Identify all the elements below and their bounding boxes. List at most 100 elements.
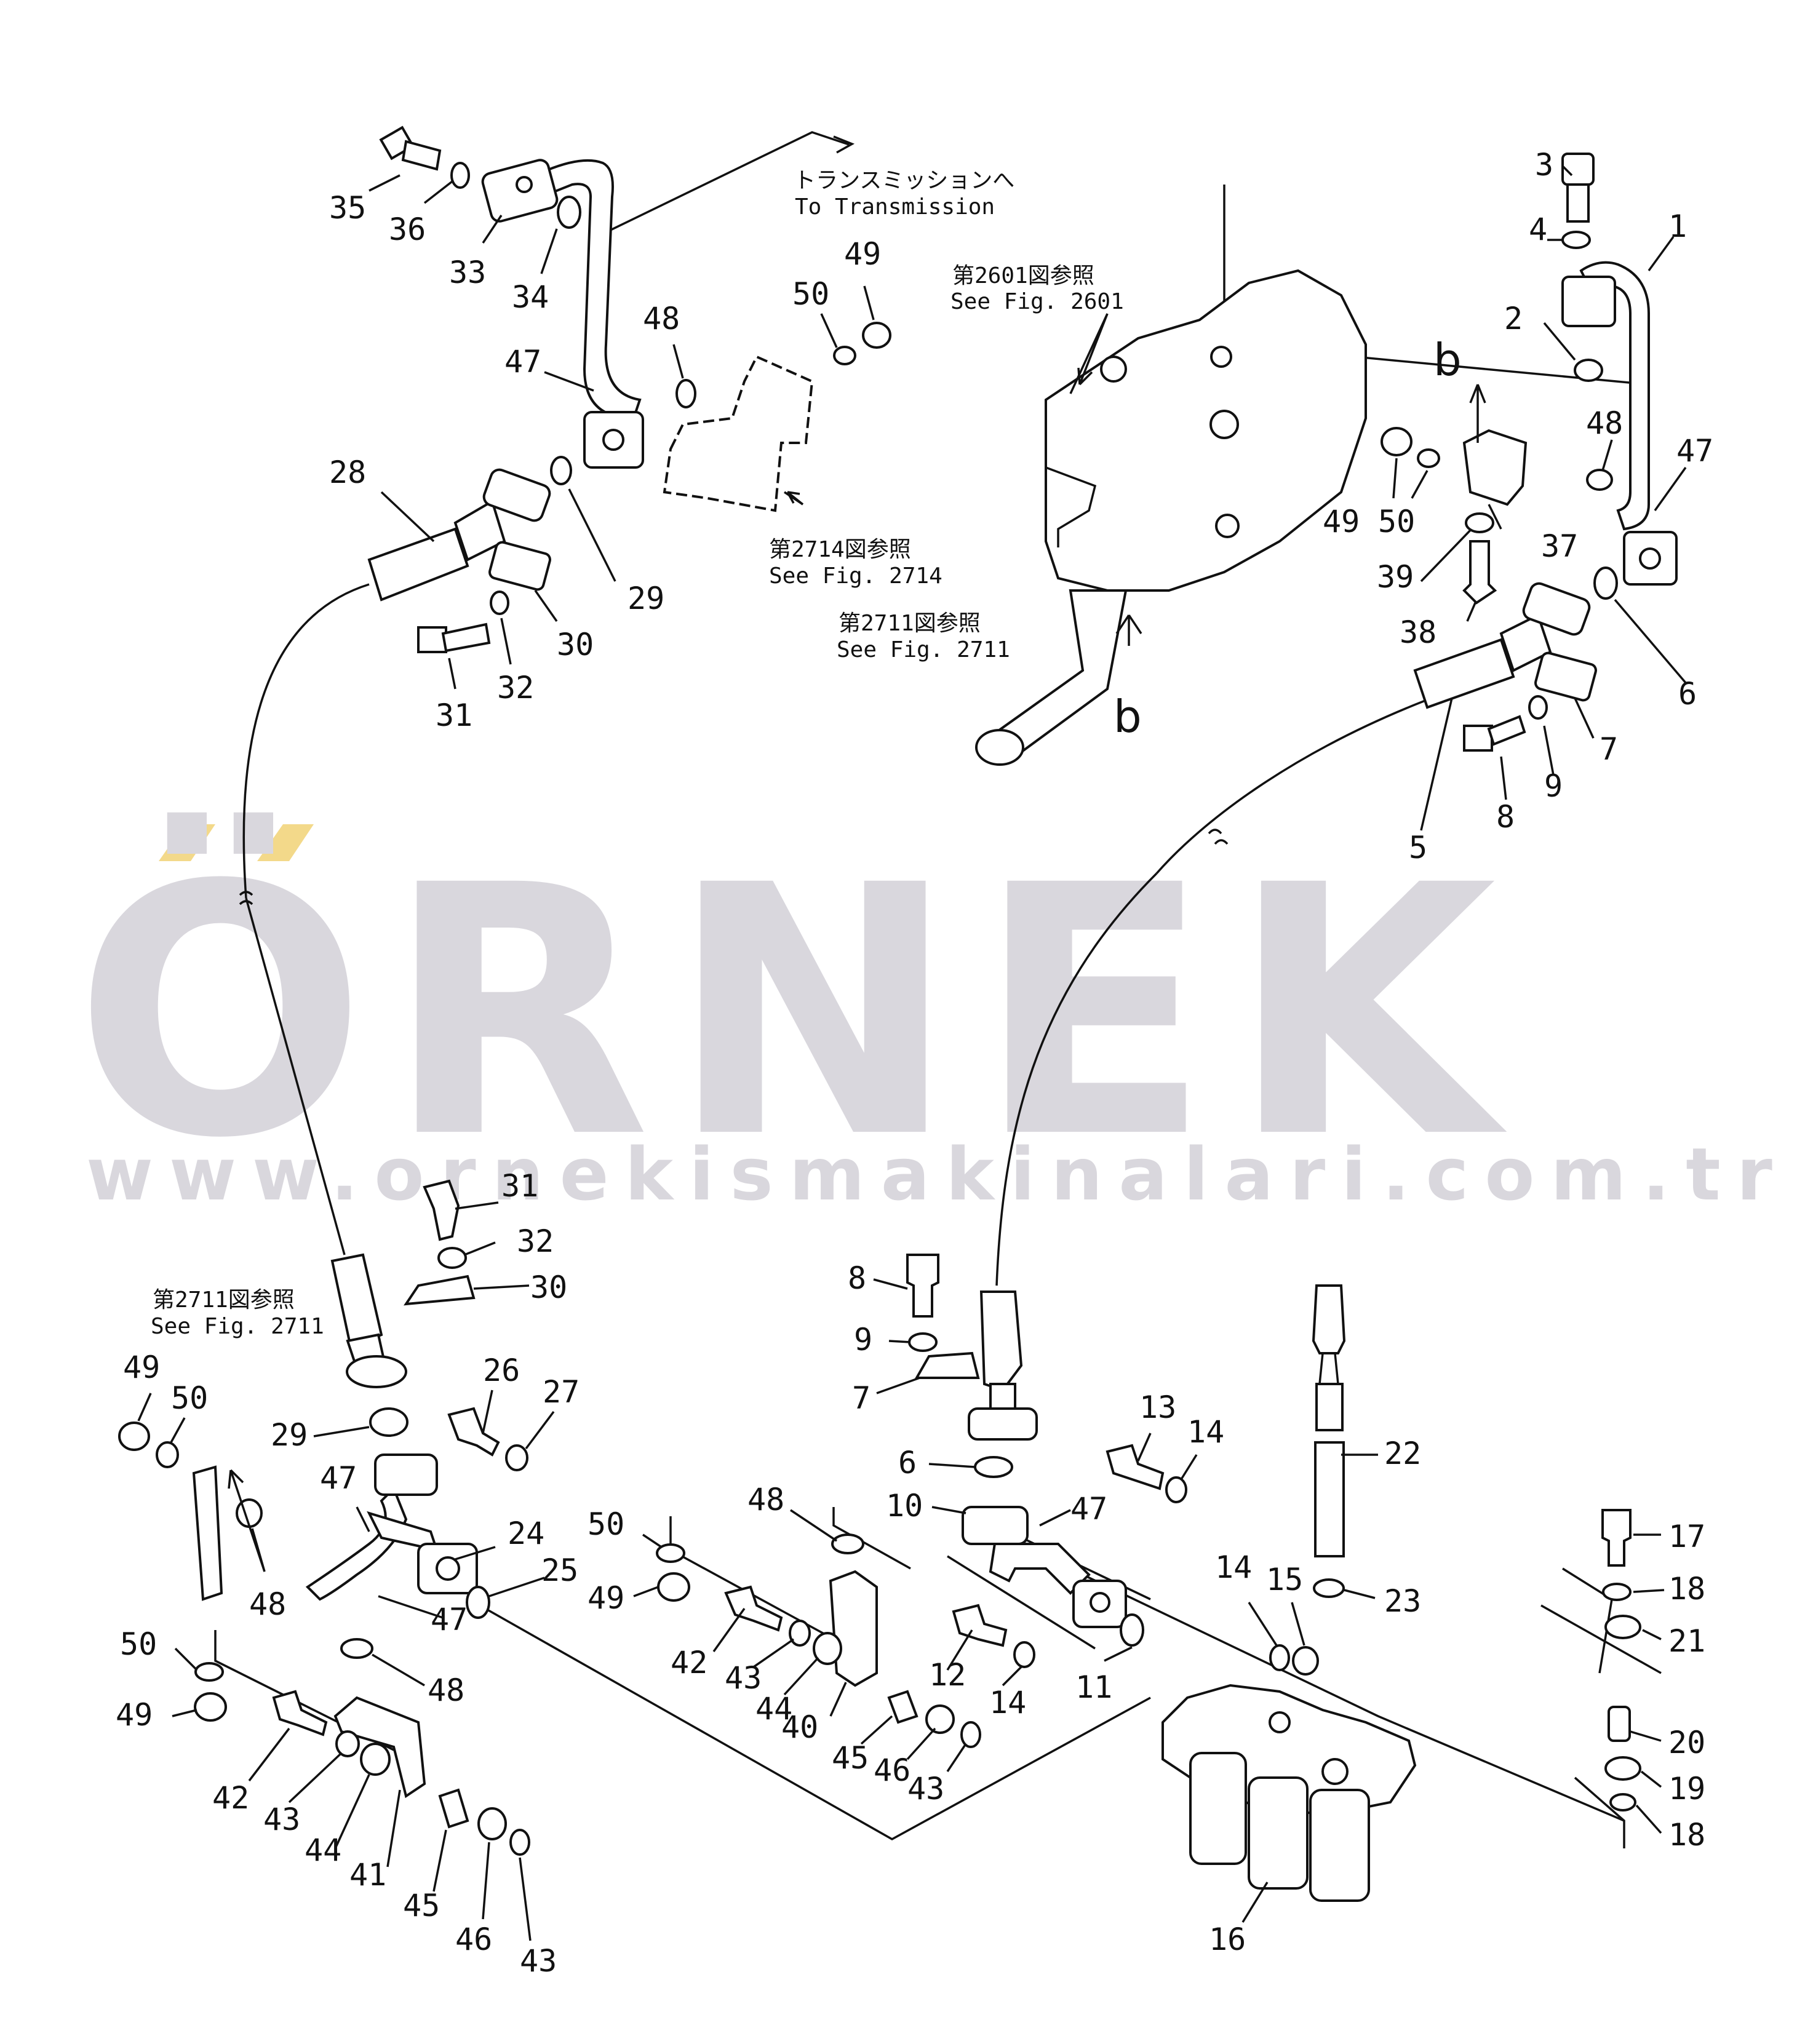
callout-10: 10 [886, 1488, 923, 1524]
callout-43a: 43 [263, 1802, 300, 1837]
watermark-accent-left [159, 824, 215, 861]
callout-1: 1 [1668, 209, 1687, 244]
callout-48a: 48 [643, 301, 680, 336]
flange-lower-left [346, 1355, 407, 1388]
clamp-7a [1534, 651, 1597, 702]
callout-24: 24 [508, 1516, 544, 1551]
bracket-2711 [192, 1465, 223, 1601]
watermark-url: www.ornekismakinalari.com.tr [86, 1132, 1788, 1217]
nut-49c [118, 1422, 150, 1451]
hose-end-lower-left [330, 1253, 383, 1349]
sensor-22 [1315, 1383, 1344, 1431]
oring-48a [675, 379, 696, 408]
spacer-46a [477, 1807, 507, 1840]
oring-34 [557, 196, 581, 229]
watermark-accent-right [257, 824, 314, 861]
spacer-44b [813, 1632, 842, 1665]
callout-49a: 49 [844, 236, 881, 272]
hose-fitting-5 [1499, 613, 1552, 672]
washer-14c [1269, 1644, 1290, 1671]
note-fig2711b-en: See Fig. 2711 [151, 1314, 324, 1339]
callout-14c: 14 [1215, 1549, 1252, 1585]
callout-4: 4 [1529, 212, 1547, 247]
callout-49c: 49 [123, 1350, 160, 1385]
hose-end-center [979, 1290, 1023, 1392]
callout-3: 3 [1535, 147, 1553, 183]
callout-9a: 9 [1544, 768, 1563, 804]
callout-47a: 47 [504, 344, 541, 380]
callout-49d: 49 [116, 1697, 153, 1733]
callout-30b: 30 [530, 1270, 567, 1305]
callout-47e: 47 [1070, 1491, 1107, 1527]
callout-6a: 6 [1678, 676, 1697, 712]
washer-27 [505, 1444, 528, 1471]
callout-35: 35 [329, 190, 366, 226]
sleeve-20 [1608, 1706, 1631, 1742]
spacer-44a [360, 1743, 391, 1776]
nut-49d [194, 1692, 227, 1722]
callout-31a: 31 [436, 698, 472, 733]
callout-17: 17 [1668, 1519, 1705, 1554]
callout-43d: 43 [907, 1771, 944, 1807]
callout-46b: 46 [874, 1752, 910, 1788]
sensor-plug-22 [1312, 1284, 1346, 1354]
bolt-8a [1463, 725, 1493, 752]
hose-end-5 [1413, 638, 1515, 709]
bolt-12 [952, 1604, 1008, 1647]
part-shapes [118, 125, 1678, 1902]
callout-8b: 8 [848, 1260, 866, 1296]
callout-43c: 43 [725, 1660, 762, 1696]
callout-21: 21 [1668, 1623, 1705, 1659]
bracket-40 [829, 1570, 878, 1687]
callout-28: 28 [329, 455, 366, 490]
pin-45a [438, 1788, 469, 1829]
pin-45b [887, 1690, 918, 1724]
watermark: ÖRNEK www.ornekismakinalari.com.tr [74, 809, 1788, 1217]
callout-50b: 50 [1378, 504, 1415, 539]
washer-50e [656, 1543, 685, 1563]
callout-23: 23 [1384, 1583, 1421, 1619]
washer-50b [1417, 448, 1440, 468]
callout-47c: 47 [320, 1460, 357, 1496]
callout-26: 26 [483, 1353, 520, 1388]
washer-32a [490, 591, 509, 615]
washer-43c [789, 1620, 811, 1647]
callout-20: 20 [1668, 1725, 1705, 1760]
callout-33: 33 [449, 255, 486, 290]
callout-50c: 50 [171, 1380, 208, 1416]
callout-19: 19 [1668, 1771, 1705, 1807]
sensor-body-22 [1314, 1441, 1345, 1557]
callout-5: 5 [1409, 830, 1427, 865]
callout-50e: 50 [588, 1506, 624, 1542]
flange-28 [482, 468, 551, 522]
callout-38: 38 [1400, 614, 1436, 650]
callout-numbers: 35 36 33 34 47 48 50 49 28 29 30 32 31 3… [116, 147, 1713, 1979]
filter-can-a [1189, 1752, 1247, 1865]
clamp-30b [404, 1275, 476, 1306]
bracket-37 [1462, 429, 1528, 506]
bolt-8b [906, 1254, 939, 1318]
housing-2601 [1045, 269, 1367, 592]
oring-29a [550, 456, 572, 485]
washer-18a [1602, 1583, 1632, 1601]
washer-18b [1609, 1793, 1636, 1811]
callout-44b: 44 [755, 1691, 792, 1727]
callout-16: 16 [1209, 1922, 1246, 1957]
washer-4 [1561, 231, 1591, 249]
callout-50a: 50 [792, 276, 829, 312]
note-fig2711b-jp: 第2711図参照 [153, 1287, 295, 1313]
callout-18b: 18 [1668, 1817, 1705, 1853]
clamp-7b [914, 1351, 980, 1379]
bolt-38 [1462, 540, 1497, 605]
callout-50d: 50 [120, 1626, 157, 1662]
washer-39 [1465, 512, 1494, 533]
oring-6b [974, 1456, 1013, 1478]
nut-49a [862, 322, 891, 349]
callout-45a: 45 [403, 1888, 440, 1923]
note-fig2601-jp: 第2601図参照 [952, 263, 1094, 288]
nut-49b [1381, 427, 1413, 456]
flange-10 [962, 1506, 1029, 1545]
washer-50c [156, 1441, 179, 1468]
callout-42b: 42 [671, 1645, 707, 1680]
